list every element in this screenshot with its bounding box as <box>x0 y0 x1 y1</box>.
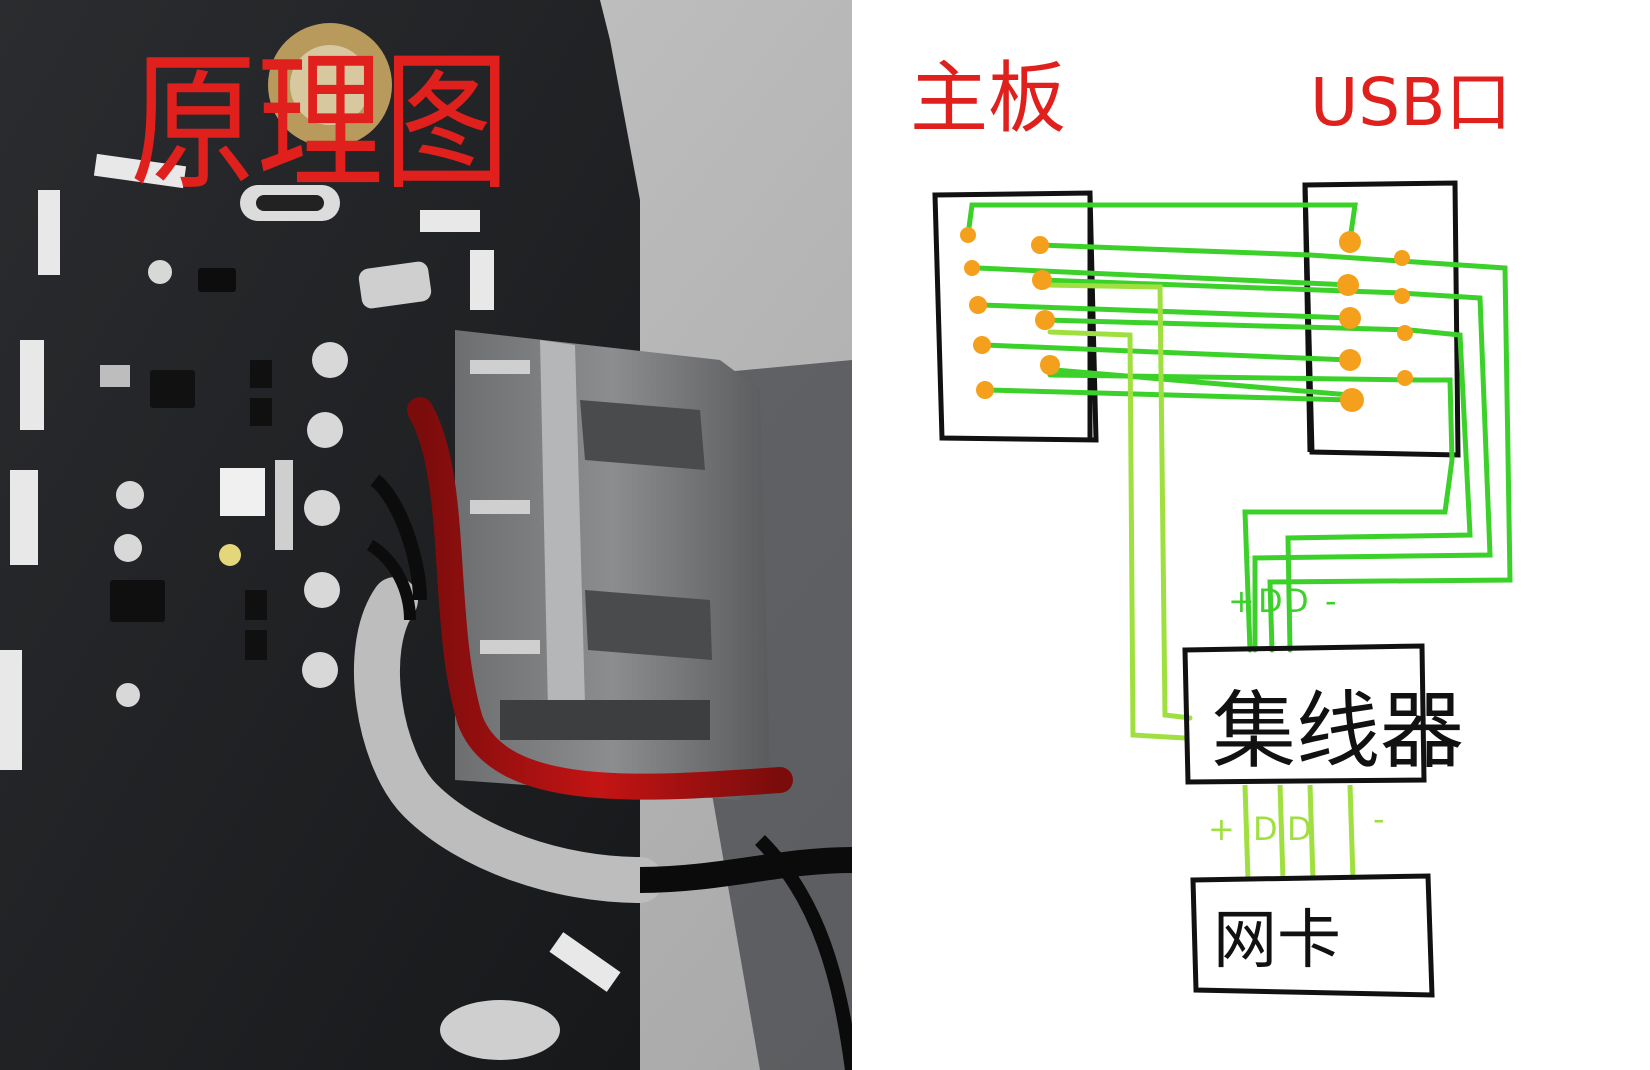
hub-pin-minus: - <box>1325 582 1337 620</box>
usb-connector <box>455 330 770 800</box>
hub-pin-d1: D <box>1258 582 1283 620</box>
hub-label: 集线器 <box>1212 682 1464 780</box>
led-pad <box>219 544 241 566</box>
nic-pin-labels: + D D - <box>1208 800 1385 848</box>
mainboard-box <box>932 190 1099 443</box>
nic-pin-d2: D <box>1287 810 1312 848</box>
pcb-photo: 原理图 <box>0 0 852 1070</box>
vias <box>114 260 348 707</box>
soldered-wires <box>353 397 852 1070</box>
wiring-diagram: 主板 USB口 <box>852 0 1650 1070</box>
hub-pin-labels: + D D - <box>1228 582 1337 620</box>
photo-title: 原理图 <box>130 37 510 211</box>
mounting-hole <box>290 45 370 125</box>
nic-box <box>1190 873 1435 998</box>
silkscreen-marks <box>0 153 621 992</box>
nic-pin-minus: - <box>1373 800 1385 838</box>
hub-pin-plus: + <box>1228 582 1255 620</box>
connector-pads <box>960 227 1413 412</box>
bottom-pad <box>440 1000 560 1060</box>
nic-label: 网卡 <box>1213 904 1341 978</box>
mainboard-label: 主板 <box>910 54 1066 144</box>
nic-pin-d1: D <box>1253 810 1278 848</box>
nic-pin-plus: + <box>1208 810 1235 848</box>
lightgreen-wires <box>1042 282 1193 741</box>
square-pad <box>358 261 432 309</box>
usb-port-label: USB口 <box>1310 64 1511 141</box>
smd-components <box>100 268 293 660</box>
oval-pad-slot <box>256 195 324 211</box>
hub-box <box>1182 643 1427 785</box>
hub-pin-d2: D <box>1284 582 1309 620</box>
hub-nic-wires <box>1242 784 1356 881</box>
